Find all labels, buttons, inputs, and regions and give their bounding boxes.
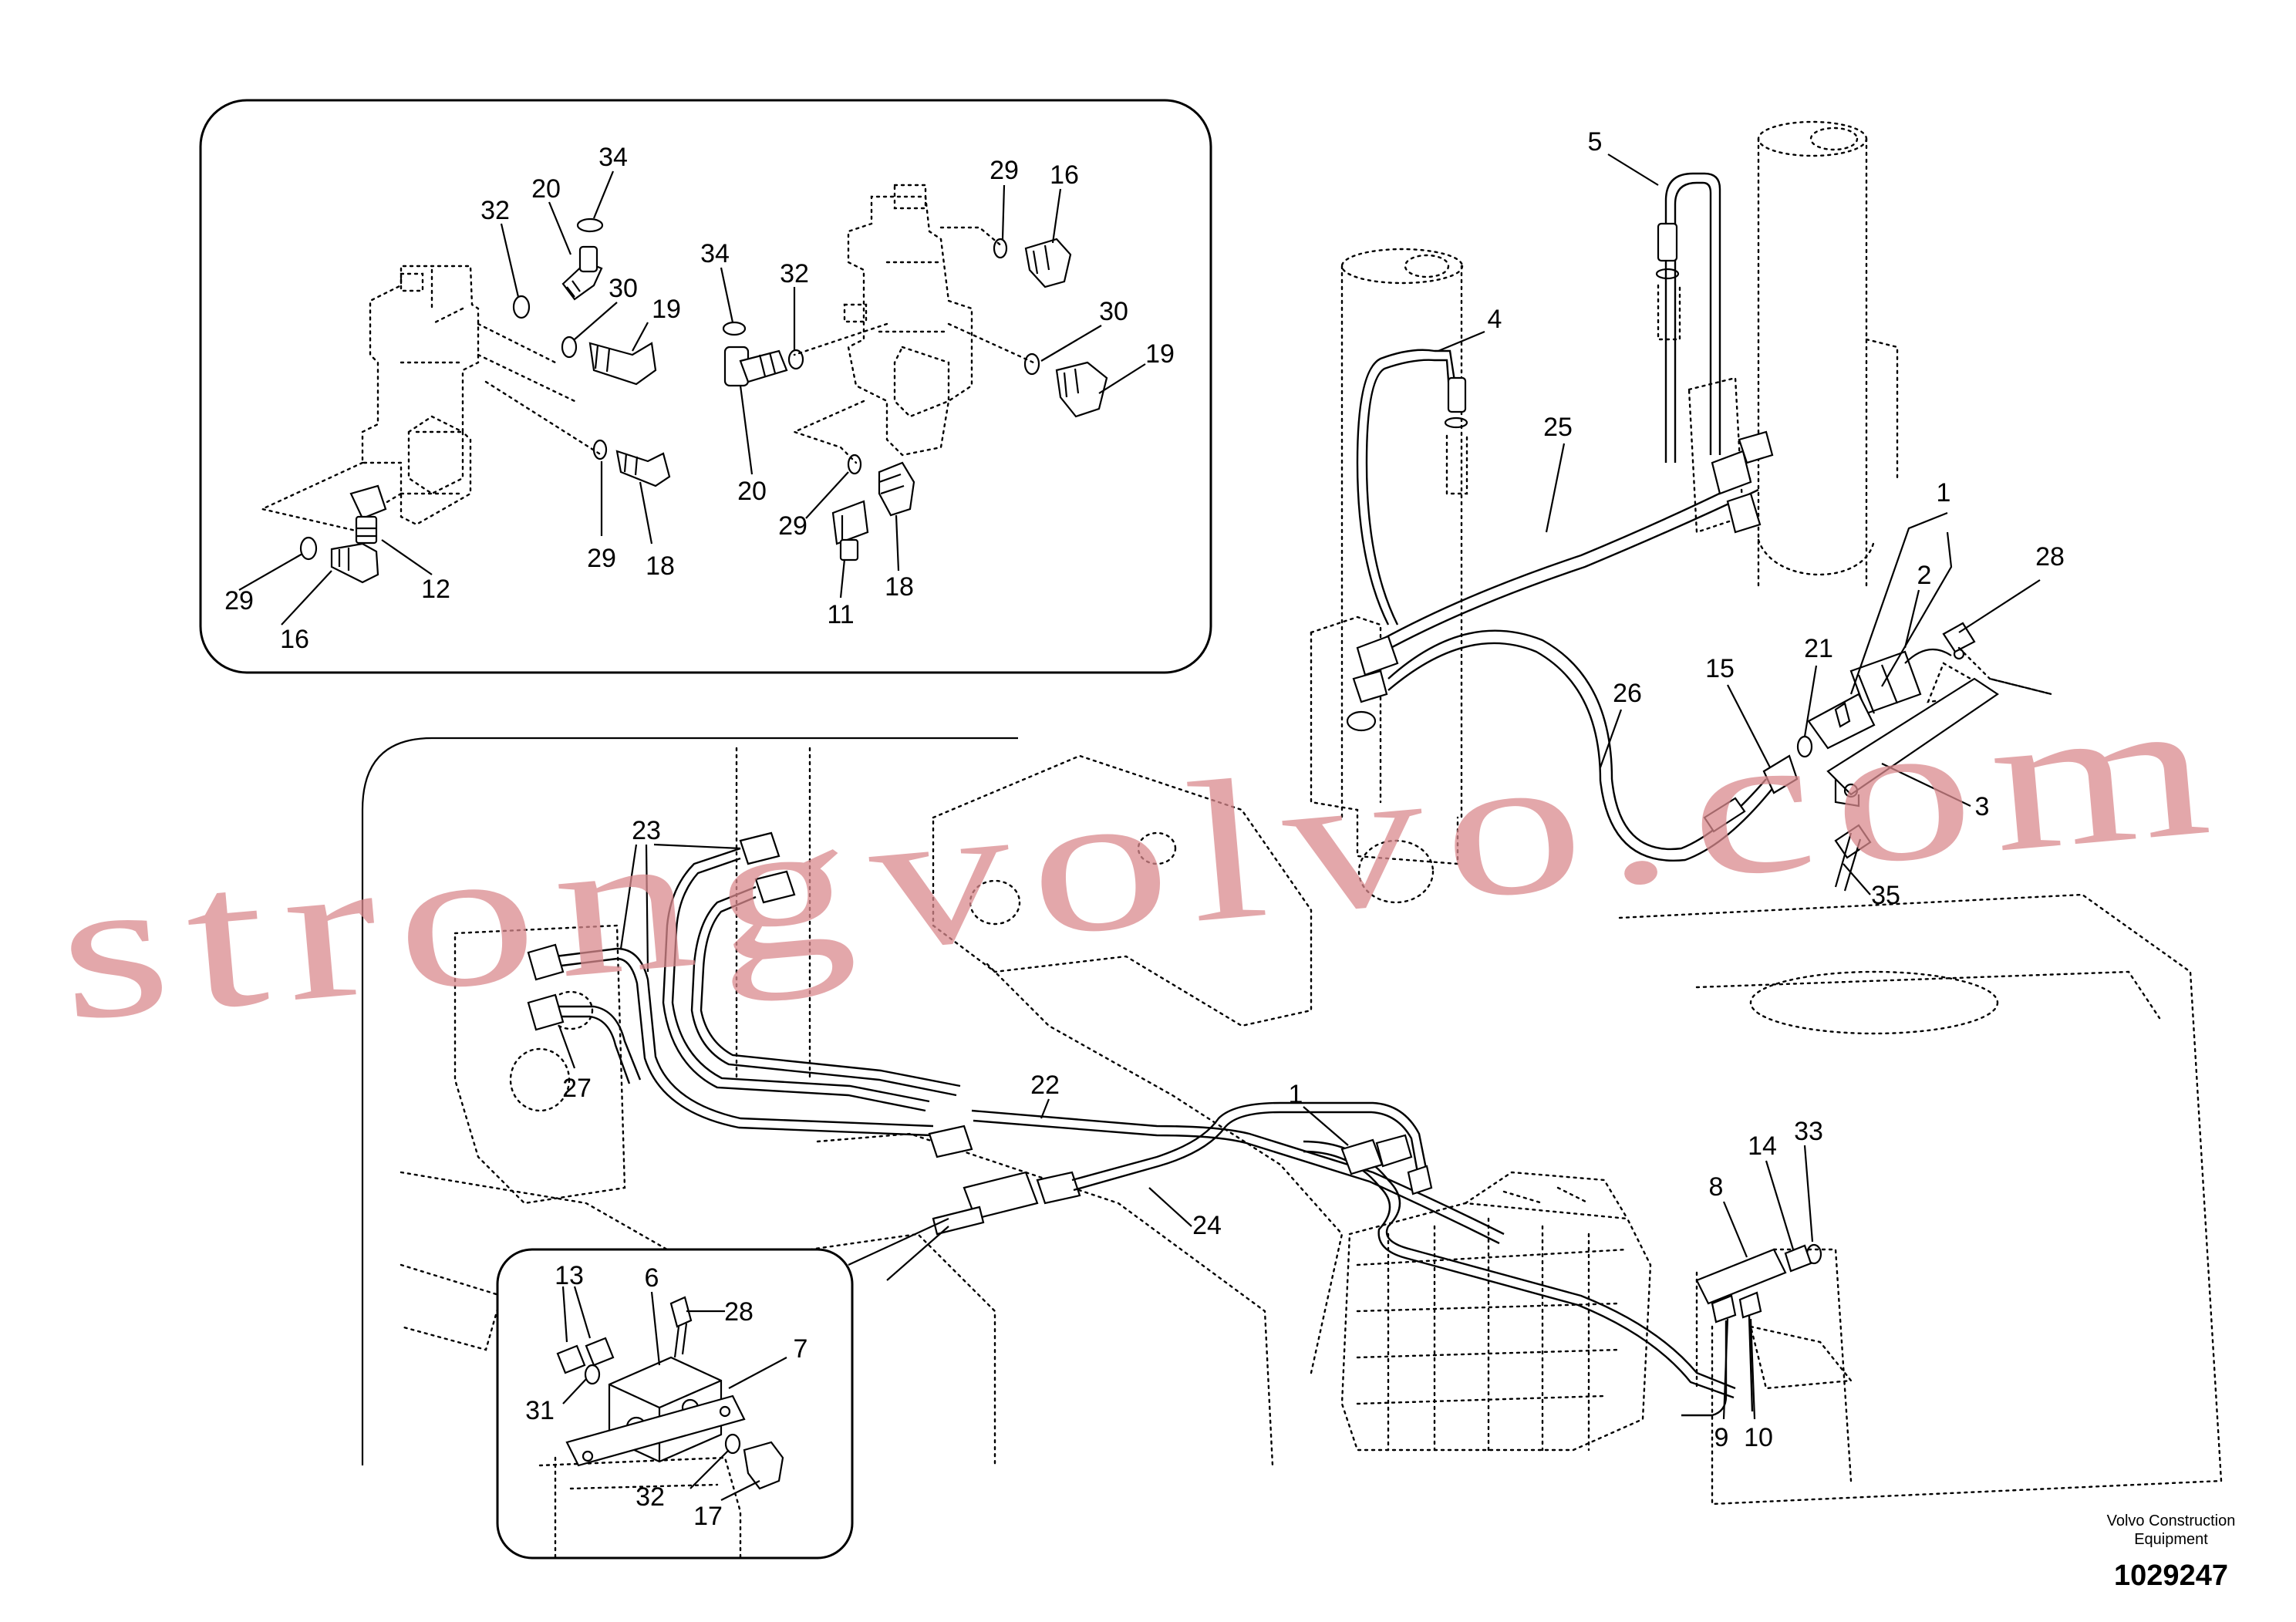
elbow-fitting-18a bbox=[615, 450, 671, 487]
callout-23: 23 bbox=[632, 816, 661, 845]
callout-7: 7 bbox=[794, 1334, 808, 1364]
elbow-fitting-18b bbox=[878, 461, 915, 517]
callout-24: 24 bbox=[1192, 1211, 1222, 1240]
elbow-fitting-20b bbox=[723, 346, 788, 387]
valve-block-right bbox=[843, 184, 973, 457]
callout-22: 22 bbox=[1030, 1071, 1060, 1100]
callout-5: 5 bbox=[1588, 127, 1603, 157]
callout-29: 29 bbox=[587, 544, 616, 573]
callout-16: 16 bbox=[280, 625, 309, 654]
o-ring-29c bbox=[847, 454, 862, 475]
callout-28: 28 bbox=[724, 1297, 754, 1327]
callout-19: 19 bbox=[1145, 339, 1175, 369]
valve-block-left bbox=[361, 265, 480, 526]
bracket-7 bbox=[565, 1394, 746, 1467]
callout-25: 25 bbox=[1543, 413, 1573, 442]
callout-11: 11 bbox=[827, 600, 854, 629]
callout-28: 28 bbox=[2035, 542, 2065, 572]
callout-10: 10 bbox=[1744, 1423, 1773, 1452]
o-ring-34b bbox=[722, 321, 747, 336]
callout-17: 17 bbox=[693, 1502, 723, 1531]
straight-adapter-12 bbox=[349, 484, 387, 545]
callout-16: 16 bbox=[1050, 160, 1079, 190]
callout-34: 34 bbox=[700, 239, 730, 268]
elbow-fitting-16a bbox=[330, 542, 379, 584]
callout-15: 15 bbox=[1705, 654, 1735, 683]
detail-inset-block bbox=[496, 1218, 949, 1560]
solenoid-valve-2 bbox=[1849, 648, 1965, 715]
callout-18: 18 bbox=[885, 572, 914, 602]
elbow-fitting-20a bbox=[561, 245, 603, 301]
brand-line-1: Volvo Construction bbox=[2107, 1512, 2236, 1529]
callout-29: 29 bbox=[224, 586, 254, 615]
callout-29: 29 bbox=[778, 511, 807, 541]
callout-18: 18 bbox=[646, 551, 675, 581]
callout-35: 35 bbox=[1871, 881, 1900, 910]
o-ring-32a bbox=[512, 295, 531, 319]
callout-13: 13 bbox=[555, 1261, 584, 1290]
elbow-fitting-16b bbox=[1024, 238, 1072, 288]
tee-fitting-11 bbox=[831, 500, 869, 561]
callout-6: 6 bbox=[645, 1263, 659, 1293]
callout-3: 3 bbox=[1975, 792, 1990, 821]
callout-19: 19 bbox=[652, 295, 681, 324]
callout-31: 31 bbox=[525, 1396, 555, 1425]
callout-1: 1 bbox=[1289, 1080, 1303, 1109]
callout-29: 29 bbox=[990, 156, 1019, 185]
detail-inset-valves bbox=[199, 99, 1212, 674]
elbow-fitting-19a bbox=[588, 342, 657, 386]
callout-20: 20 bbox=[737, 477, 767, 506]
o-ring-32b bbox=[787, 349, 804, 370]
elbow-fitting-19b bbox=[1055, 361, 1108, 418]
callout-32: 32 bbox=[780, 259, 809, 288]
brand-line-2: Equipment bbox=[2134, 1531, 2208, 1548]
callout-21: 21 bbox=[1804, 634, 1833, 663]
callout-30: 30 bbox=[1099, 297, 1128, 326]
o-ring-34a bbox=[576, 218, 604, 233]
callout-14: 14 bbox=[1748, 1131, 1777, 1161]
bracket-3 bbox=[1826, 677, 1999, 808]
arm-hose-assembly bbox=[1310, 120, 2052, 904]
callout-9: 9 bbox=[1714, 1423, 1729, 1452]
callout-27: 27 bbox=[562, 1074, 592, 1103]
callout-1: 1 bbox=[1937, 478, 1951, 508]
callout-4: 4 bbox=[1488, 305, 1502, 334]
control-valve-block bbox=[1340, 1171, 1652, 1452]
callout-33: 33 bbox=[1794, 1117, 1823, 1146]
document-number: 1029247 bbox=[2114, 1560, 2228, 1592]
callout-32: 32 bbox=[480, 196, 510, 225]
callout-20: 20 bbox=[531, 174, 561, 204]
o-ring-29a bbox=[592, 439, 608, 460]
callout-32: 32 bbox=[636, 1482, 665, 1512]
boom-pipe-assembly bbox=[361, 737, 2223, 1506]
pipe-8 bbox=[1681, 1243, 1822, 1417]
callout-labels: 34 20 32 30 19 29 18 12 29 16 34 32 20 2… bbox=[224, 127, 2065, 1531]
callout-30: 30 bbox=[609, 274, 638, 303]
callout-12: 12 bbox=[421, 575, 450, 604]
o-ring-29d bbox=[993, 238, 1008, 259]
o-ring-30b bbox=[1023, 352, 1040, 376]
callout-34: 34 bbox=[598, 143, 628, 172]
o-ring-29b bbox=[299, 536, 318, 561]
callout-8: 8 bbox=[1709, 1172, 1724, 1202]
o-ring-30a bbox=[561, 336, 578, 359]
callout-26: 26 bbox=[1613, 679, 1642, 708]
watermark-text: strongvolvo.com bbox=[50, 653, 2236, 1064]
callout-2: 2 bbox=[1917, 561, 1932, 590]
